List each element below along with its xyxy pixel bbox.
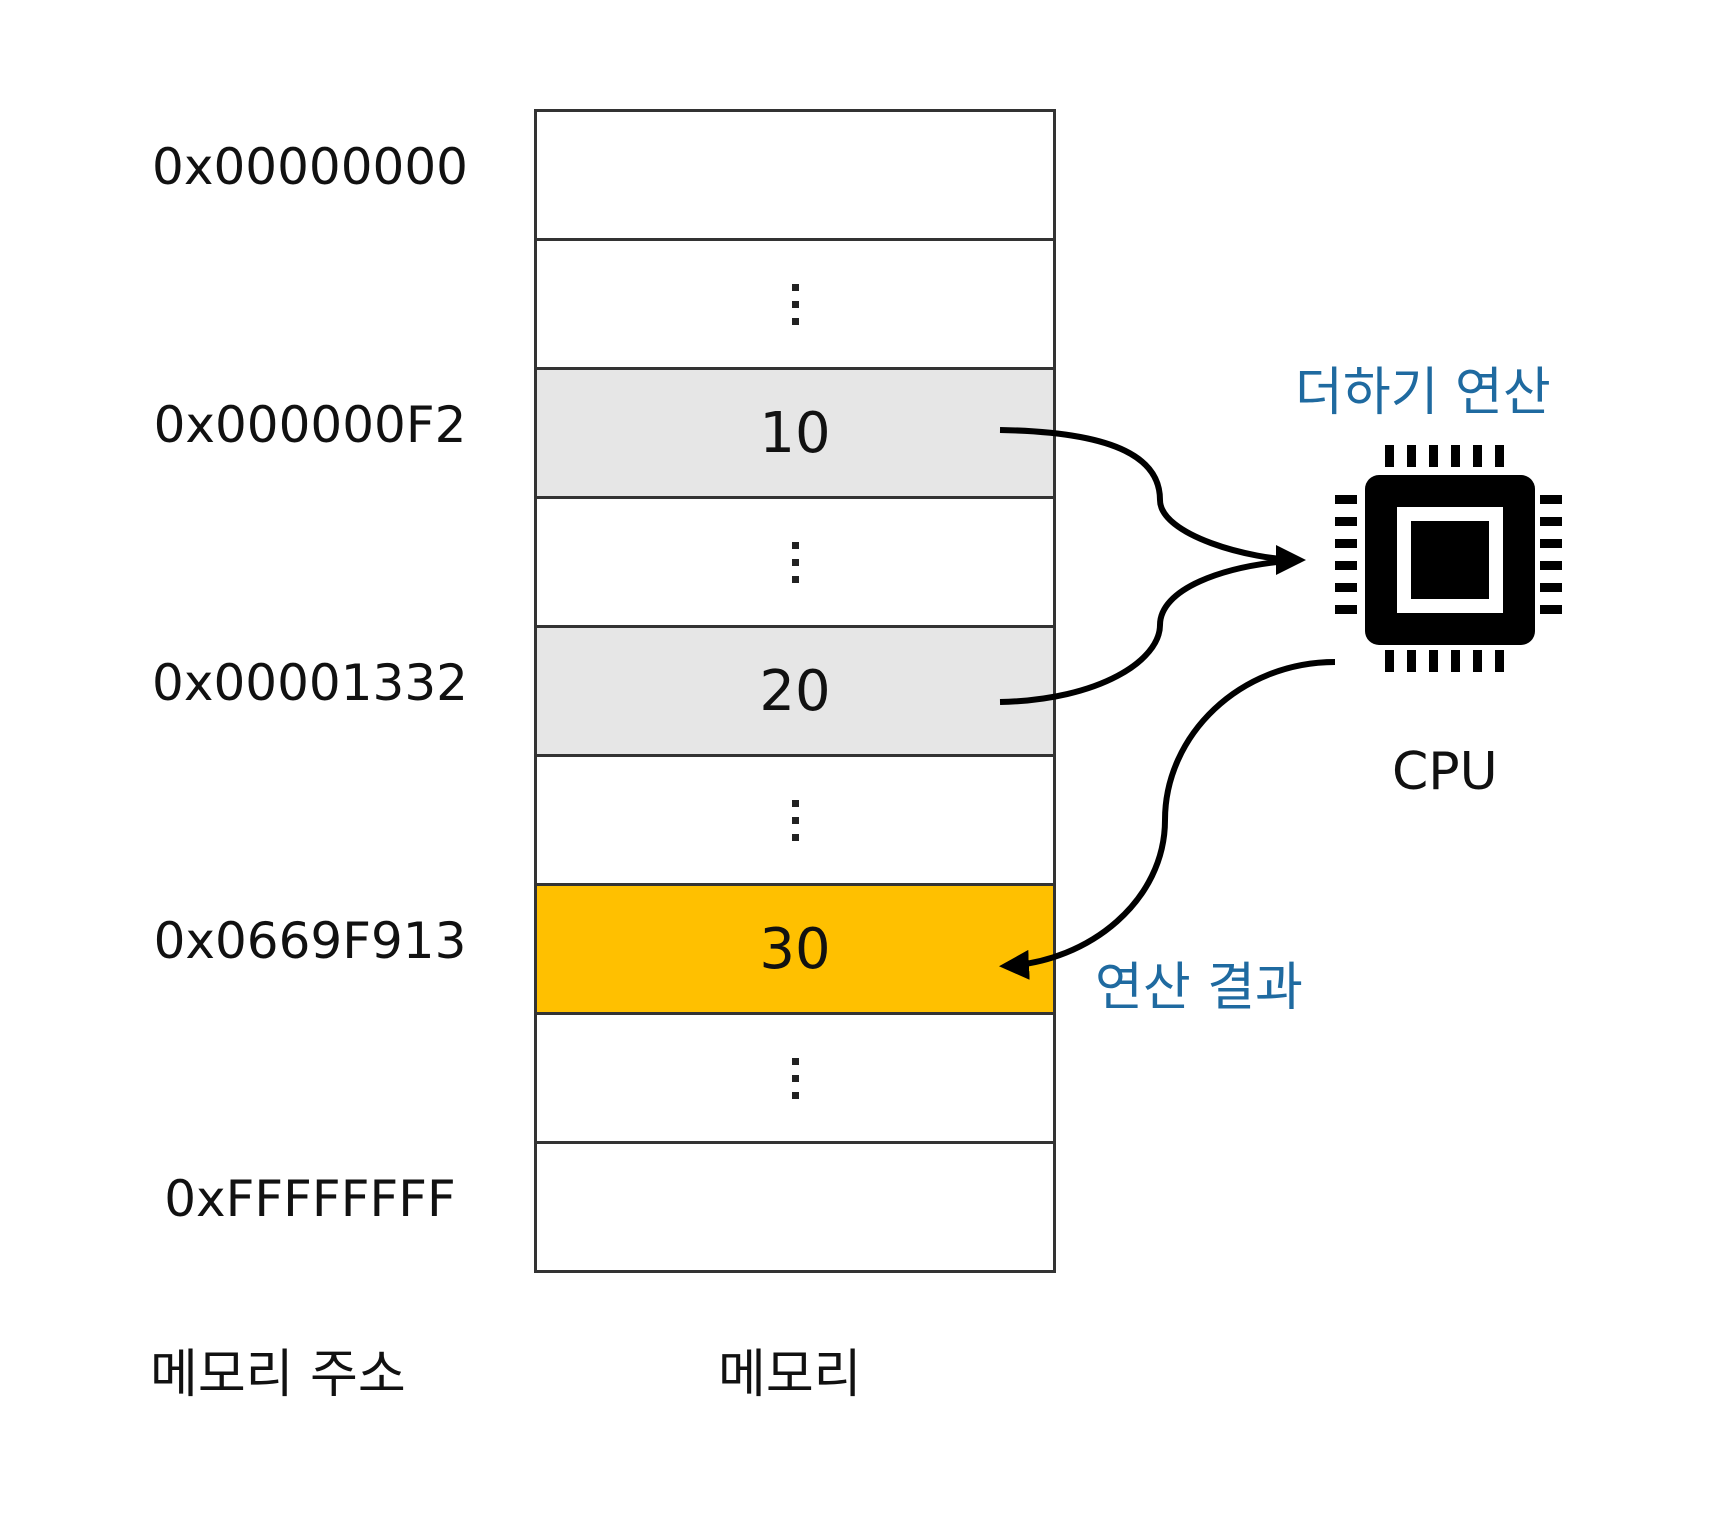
address-label-0: 0x00000000 xyxy=(152,138,468,196)
cpu-label: CPU xyxy=(1392,742,1498,802)
arrow-operand-20-to-cpu xyxy=(999,557,1301,705)
vertical-ellipsis-icon xyxy=(791,1057,799,1099)
memory-heading: 메모리 xyxy=(718,1345,862,1405)
vertical-ellipsis-icon xyxy=(791,541,799,583)
add-operation-label: 더하기 연산 xyxy=(1295,363,1551,423)
memory-cell-ellipsis xyxy=(537,757,1053,886)
arrow-operand-10-to-cpu xyxy=(999,427,1306,575)
operation-result-label: 연산 결과 xyxy=(1095,958,1303,1018)
cpu-chip-icon xyxy=(1335,445,1562,672)
address-label-3: 0x0669F913 xyxy=(153,912,467,970)
address-label-1: 0x000000F2 xyxy=(153,396,467,454)
memory-column: 10 20 30 xyxy=(534,109,1056,1273)
memory-cell-result: 30 xyxy=(537,886,1053,1015)
memory-address-heading: 메모리 주소 xyxy=(150,1345,406,1405)
memory-cell-operand: 20 xyxy=(537,628,1053,757)
address-label-2: 0x00001332 xyxy=(152,654,468,712)
memory-cell-operand: 10 xyxy=(537,370,1053,499)
vertical-ellipsis-icon xyxy=(791,799,799,841)
address-label-4: 0xFFFFFFFF xyxy=(164,1170,456,1228)
vertical-ellipsis-icon xyxy=(791,283,799,325)
memory-cell-value: 30 xyxy=(759,916,831,982)
memory-cell-empty xyxy=(537,112,1053,241)
memory-cell-ellipsis xyxy=(537,499,1053,628)
memory-cell-value: 20 xyxy=(759,658,831,724)
arrow-cpu-to-result xyxy=(999,659,1336,980)
memory-cell-ellipsis xyxy=(537,241,1053,370)
memory-cell-value: 10 xyxy=(759,400,831,466)
memory-cell-ellipsis xyxy=(537,1015,1053,1144)
